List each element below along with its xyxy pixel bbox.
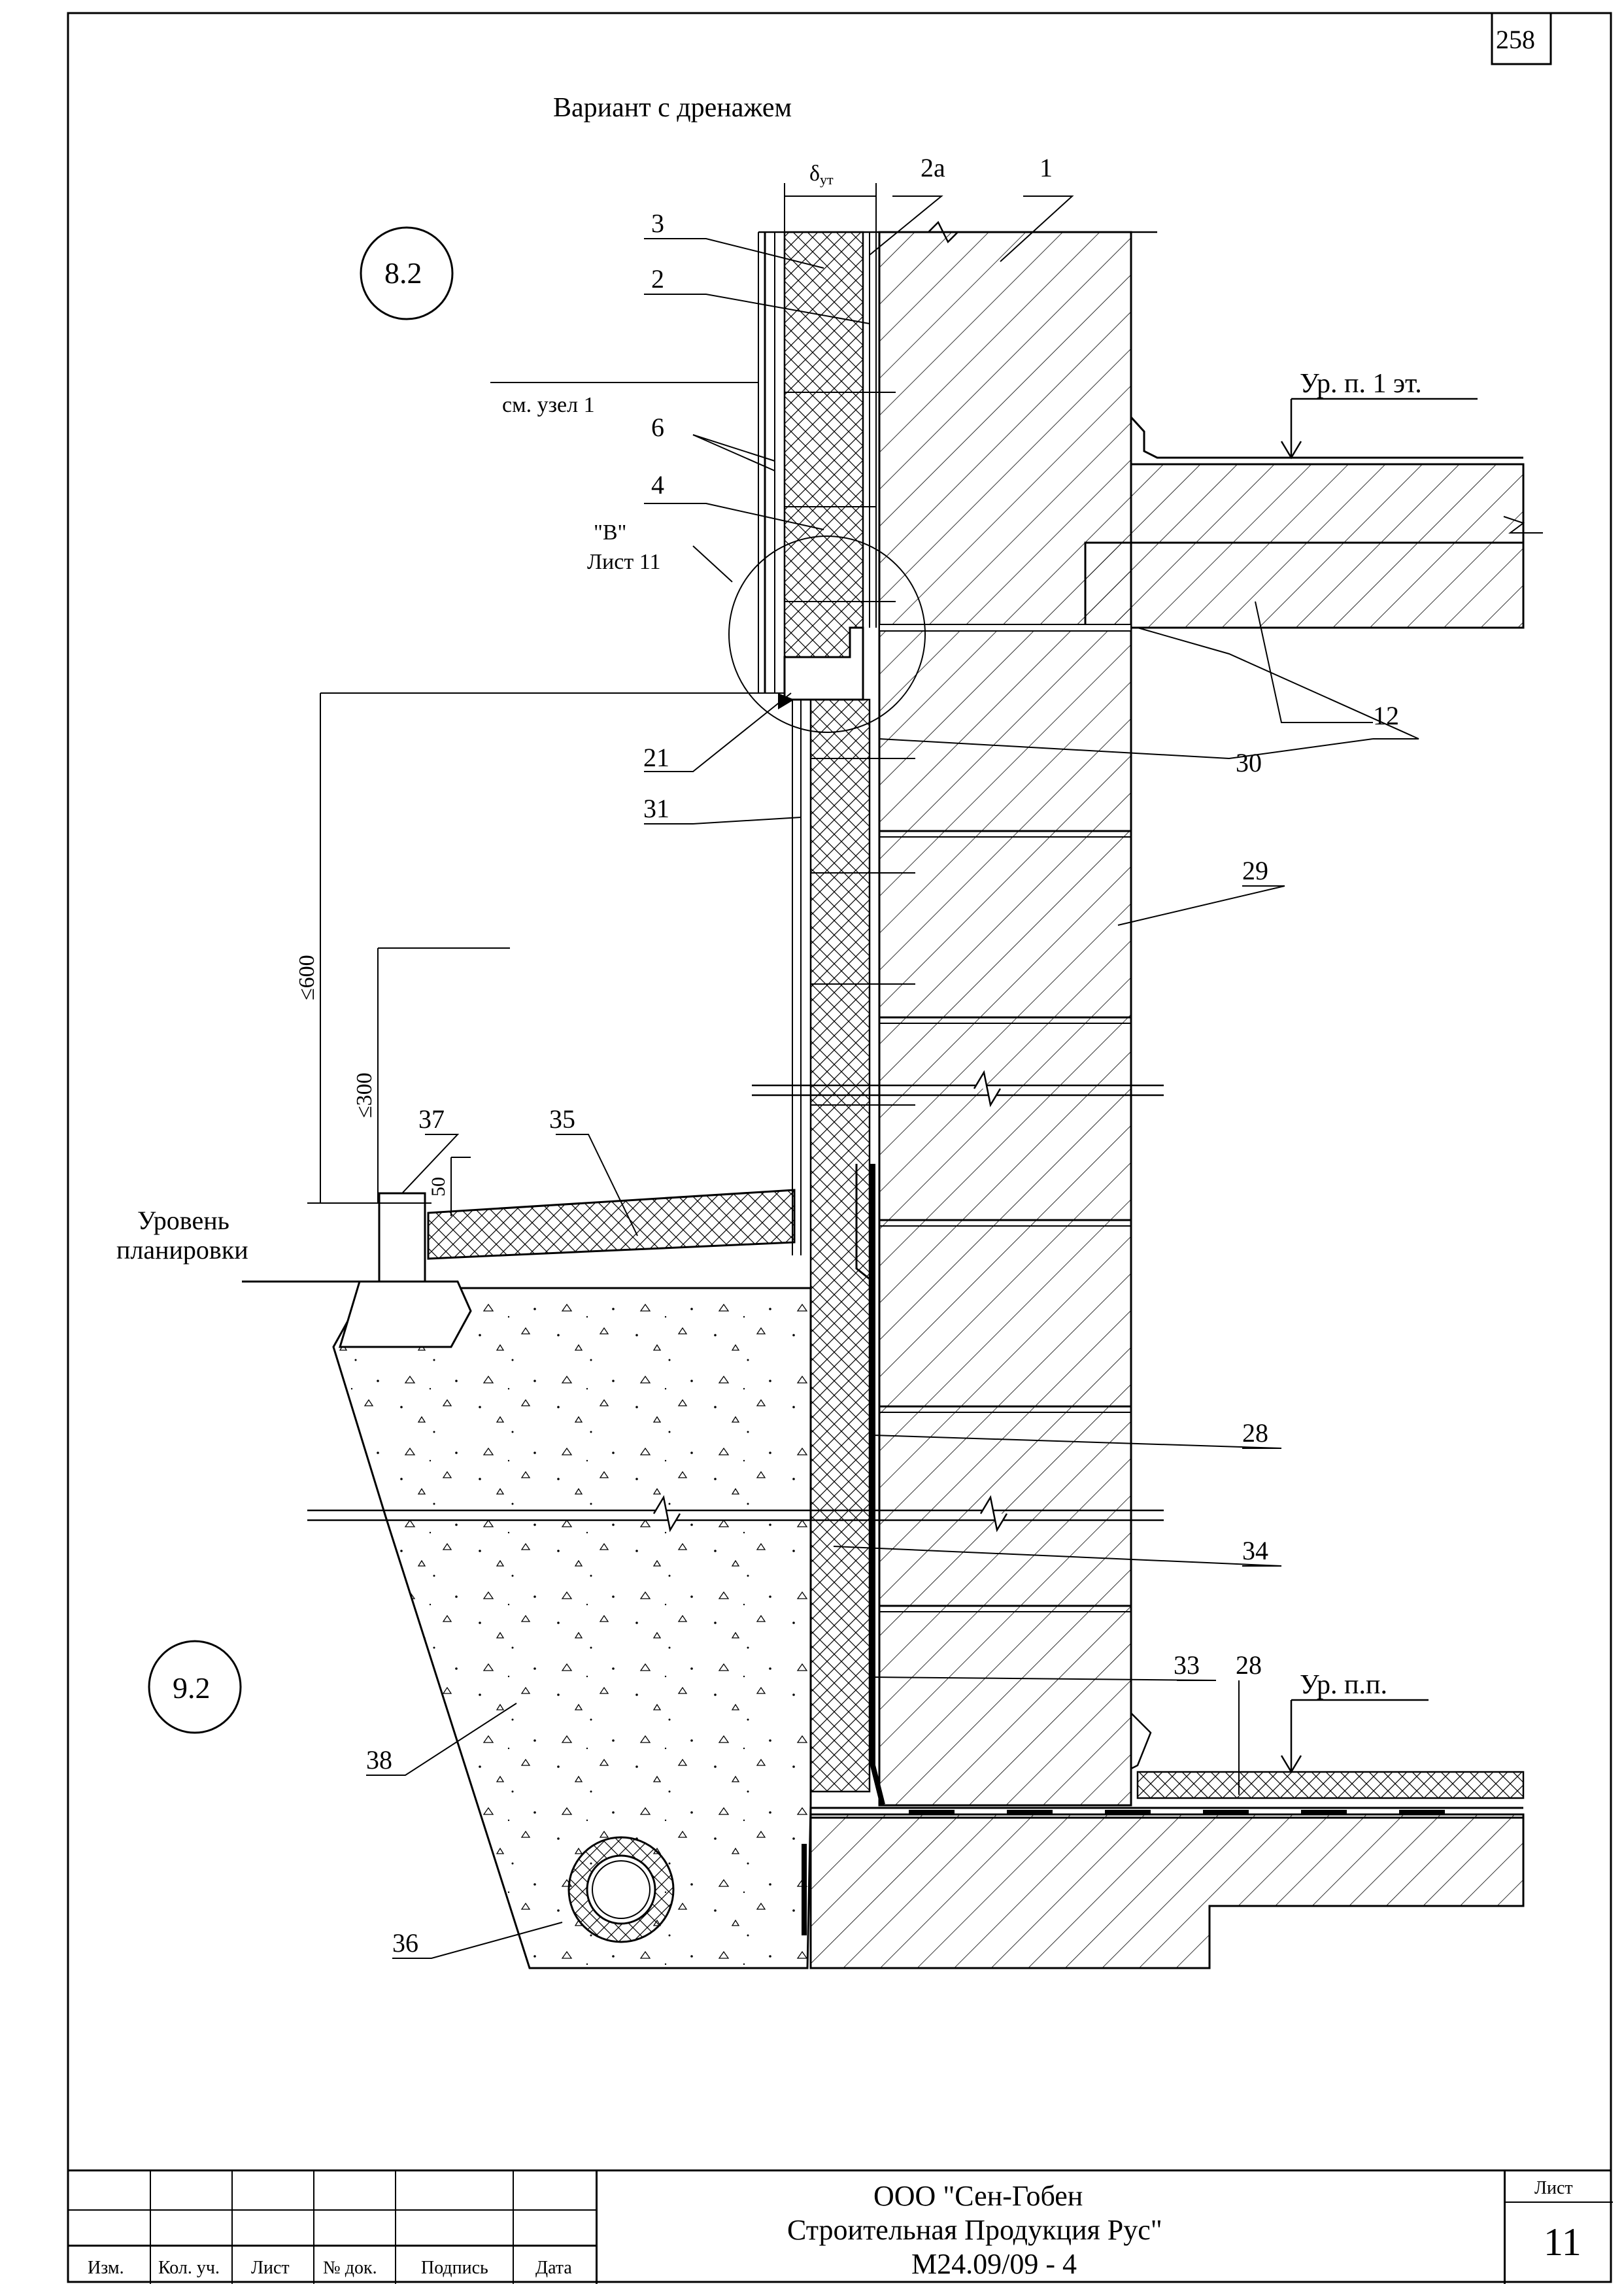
variant-title: Вариант с дренажем [553,93,792,123]
label-2a: 2а [921,153,945,182]
block-4 [878,1219,1132,1408]
sheet-box: Лист 11 [1504,2171,1613,2284]
level-marks [1280,398,1478,1774]
grade-label-1: Уровень [137,1206,229,1235]
dim-300-label: ≤300 [352,1072,377,1118]
sheet-number: 11 [1544,2220,1582,2264]
col-kol-uch: Кол. уч. [158,2258,220,2278]
block-2 [878,830,1132,1019]
drain-pipe-36 [567,1836,675,1943]
company-line-1: ООО "Сен-Гобен [873,2180,1083,2212]
floor-28 [1136,1771,1525,1799]
leaders [366,196,1419,1959]
revision-grid: Изм. Кол. уч. Лист № док. Подпись Дата [68,2171,598,2284]
dimensions [307,183,877,1216]
dim-50-label: 50 [428,1177,449,1197]
label-28a: 28 [1242,1418,1268,1448]
col-doc: № док. [323,2258,377,2278]
title-block: Изм. Кол. уч. Лист № док. Подпись Дата О… [68,2169,1613,2284]
page-number-box [1491,12,1552,65]
label-38: 38 [366,1745,392,1775]
blind-area-35 [427,1189,796,1260]
label-33: 33 [1174,1650,1200,1680]
label-35: 35 [549,1104,575,1134]
doc-code: М24.09/09 - 4 [911,2248,1077,2280]
break-line-2 [307,1495,1164,1533]
node-8-2-label: 8.2 [384,256,422,290]
node-9-2-label: 9.2 [173,1671,211,1705]
dowels-upper [785,392,896,602]
page-number: 258 [1496,25,1535,54]
floor-slab-upper [1130,463,1525,544]
label-30: 30 [1236,748,1262,777]
col-signature: Подпись [421,2258,488,2278]
block-3 [878,1016,1132,1221]
label-4: 4 [651,470,664,500]
label-6: 6 [651,413,664,442]
label-36: 36 [392,1928,418,1958]
ref-sheet-label: Лист 11 [587,550,660,574]
label-37: 37 [418,1104,445,1134]
label-29: 29 [1242,856,1268,885]
grade-label-2: планировки [116,1235,248,1265]
label-28b: 28 [1236,1650,1262,1680]
insulation-basement [809,698,871,1793]
block-6 [878,1605,1132,1807]
level-floor-label: Ур. п.п. [1300,1670,1387,1700]
level-floor1-label: Ур. п. 1 эт. [1300,369,1422,399]
label-12: 12 [1373,701,1399,730]
col-list: Лист [251,2258,290,2278]
see-node-1-label: см. узел 1 [502,393,595,417]
ref-b-label: "В" [594,520,626,545]
waterproofing-33 [870,1164,885,1805]
col-date: Дата [535,2258,572,2278]
foundation-slab [809,1813,1525,1969]
beam-12 [1084,541,1525,629]
detail-b-circle [728,536,926,733]
block-1 [878,627,1132,832]
label-1: 1 [1040,153,1053,182]
break-line-1 [752,1070,1164,1108]
company-line-2: Строительная Продукция Рус" [787,2214,1162,2246]
sheet-frame [67,12,1612,2283]
label-3: 3 [651,209,664,238]
col-izm: Изм. [88,2258,124,2278]
sheet-label: Лист [1534,2178,1573,2198]
node-8-2-circle [360,226,454,320]
insulation-3 [783,231,864,691]
label-34: 34 [1242,1536,1268,1565]
label-31: 31 [643,794,669,823]
label-2: 2 [651,264,664,294]
label-21: 21 [643,743,669,772]
backfill-38 [332,1287,812,1969]
dim-600-label: ≤600 [295,955,319,1000]
node-9-2-circle [148,1640,242,1734]
delta-label: δут [809,162,834,188]
